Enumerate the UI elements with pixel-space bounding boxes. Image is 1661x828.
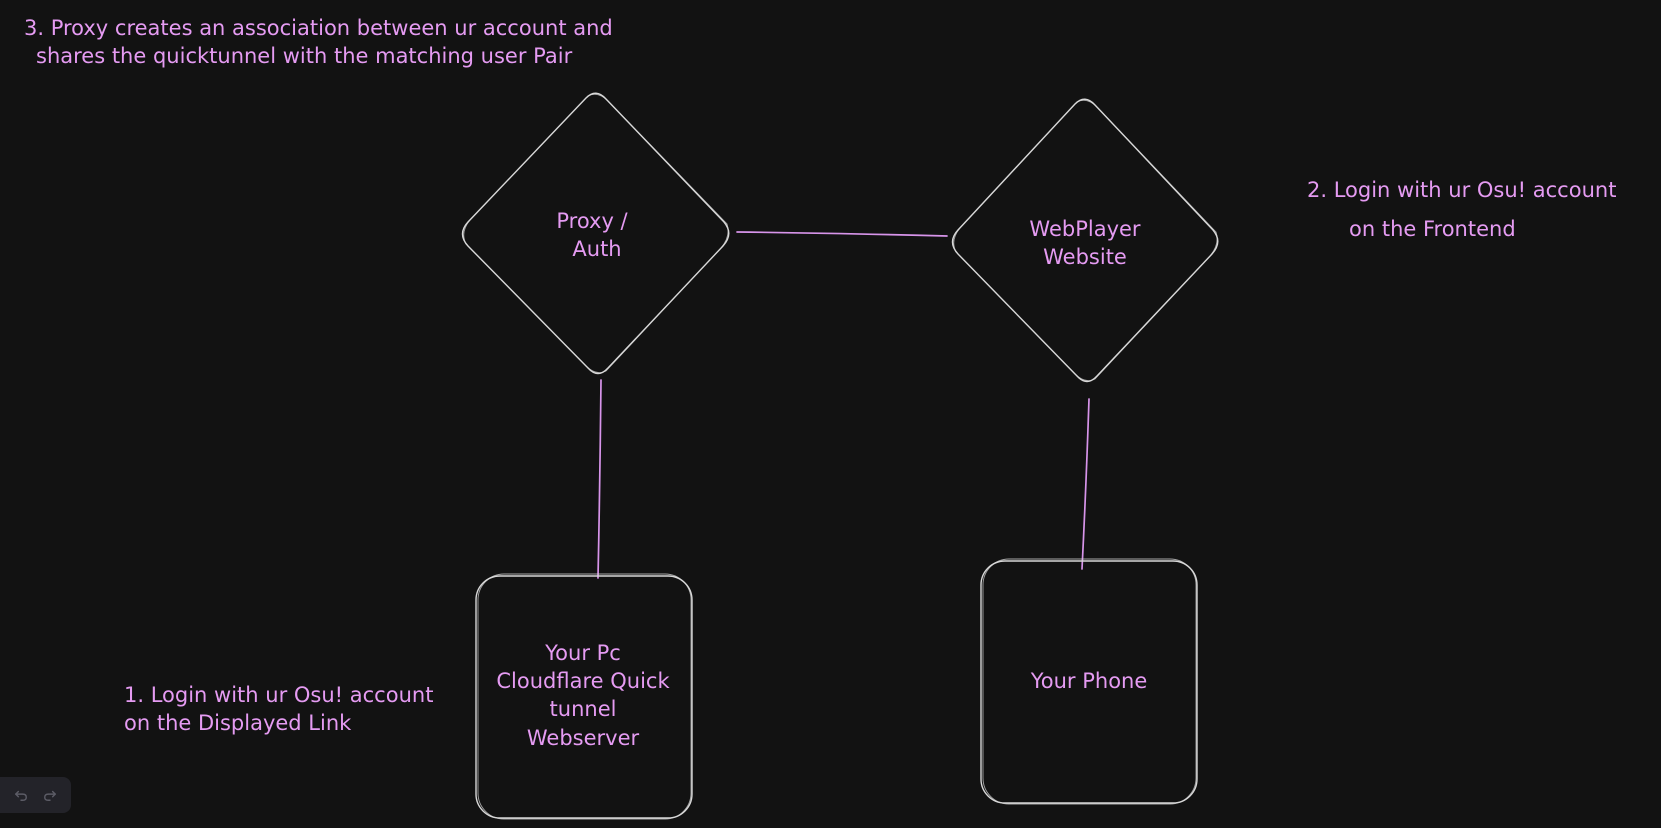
note-step-2[interactable]: 2. Login with ur Osu! account on the Fro… [1307, 178, 1616, 241]
proxy-auth-label-line-1: Proxy / [556, 209, 628, 233]
your-pc-label-line-1: Your Pc [544, 641, 621, 665]
your-phone-label: Your Phone [1030, 669, 1148, 693]
note-step-1-line-1: 1. Login with ur Osu! account [124, 683, 433, 707]
redo-button[interactable] [38, 783, 62, 807]
your-phone-box [980, 560, 1198, 804]
your-pc-label-line-3: tunnel [550, 697, 617, 721]
note-step-3[interactable]: 3. Proxy creates an association between … [24, 16, 613, 68]
connector-proxy-to-pc[interactable] [597, 379, 602, 579]
your-phone-box-sketch [982, 558, 1197, 805]
webplayer-label-line-2: Website [1043, 245, 1127, 269]
note-step-2-line-2: on the Frontend [1349, 217, 1516, 241]
note-step-2-line-1: 2. Login with ur Osu! account [1307, 178, 1616, 202]
note-step-1[interactable]: 1. Login with ur Osu! account on the Dis… [124, 683, 433, 735]
your-pc-box [475, 575, 693, 819]
connector-webplayer-to-phone[interactable] [1081, 398, 1090, 570]
your-pc-label-line-2: Cloudflare Quick [496, 669, 670, 693]
node-your-phone[interactable]: Your Phone [980, 558, 1198, 805]
node-proxy-auth[interactable]: Proxy / Auth [461, 92, 730, 375]
redo-icon [44, 790, 57, 801]
proxy-auth-diamond [461, 92, 730, 375]
webplayer-diamond [951, 98, 1219, 383]
undo-redo-toolbar [0, 777, 71, 813]
connector-proxy-to-webplayer[interactable] [736, 231, 948, 237]
node-your-pc[interactable]: Your Pc Cloudflare Quick tunnel Webserve… [475, 573, 693, 820]
proxy-auth-label-line-2: Auth [572, 237, 621, 261]
undo-icon [14, 790, 27, 801]
note-step-3-line-2: shares the quicktunnel with the matching… [36, 44, 573, 68]
note-step-3-line-1: 3. Proxy creates an association between … [24, 16, 613, 40]
your-pc-label-line-4: Webserver [527, 726, 640, 750]
webplayer-label-line-1: WebPlayer [1029, 217, 1140, 241]
note-step-1-line-2: on the Displayed Link [124, 711, 352, 735]
undo-button[interactable] [9, 783, 33, 807]
webplayer-diamond-sketch [953, 99, 1218, 382]
node-webplayer-website[interactable]: WebPlayer Website [951, 98, 1219, 383]
proxy-auth-diamond-sketch [463, 93, 729, 374]
your-pc-box-sketch [477, 573, 692, 820]
